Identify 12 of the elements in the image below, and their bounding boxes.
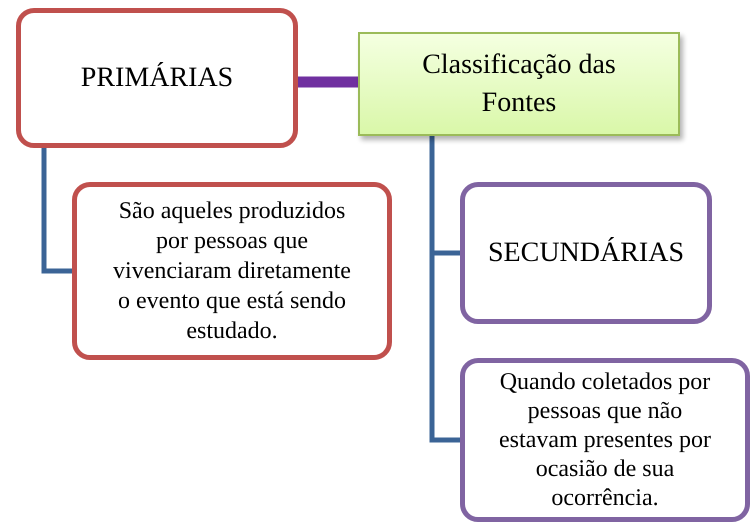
node-text: Classificação das Fontes xyxy=(421,48,617,120)
title-box xyxy=(358,32,680,136)
connector-line xyxy=(42,148,72,274)
node-text: PRIMÁRIAS xyxy=(80,61,234,95)
category-box xyxy=(16,8,298,148)
description-box xyxy=(460,358,750,522)
node-text: SECUNDÁRIAS xyxy=(488,236,684,270)
category-box xyxy=(460,182,712,324)
connector-bar xyxy=(298,76,358,88)
description-box xyxy=(72,182,392,360)
node-text: São aqueles produzidos por pessoas que vivenciaram diretamente o evento que está sendo estudado. xyxy=(113,197,351,346)
node-text: Quando coletados por pessoas que não estavam presentes por ocasião de sua ocorrência. xyxy=(498,368,712,512)
